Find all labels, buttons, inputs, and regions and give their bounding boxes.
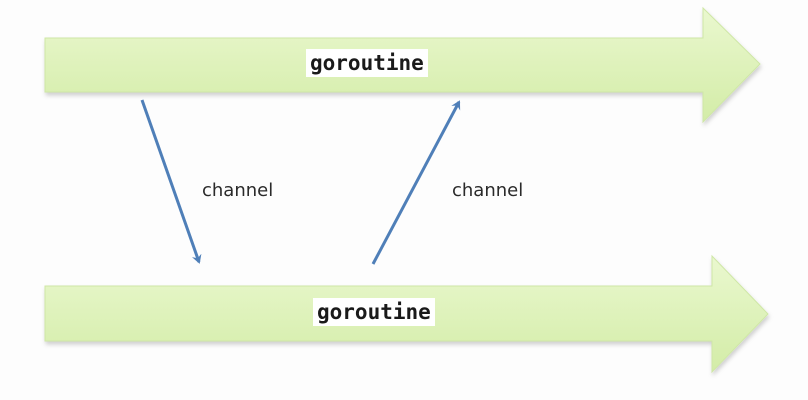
channel-arrow-up bbox=[371, 100, 461, 265]
channel-arrow-down bbox=[140, 99, 202, 264]
top-goroutine-label: goroutine bbox=[306, 49, 428, 77]
channel-label-down: channel bbox=[202, 180, 274, 201]
bottom-goroutine-label: goroutine bbox=[313, 298, 435, 326]
channel-label-up: channel bbox=[452, 180, 524, 201]
